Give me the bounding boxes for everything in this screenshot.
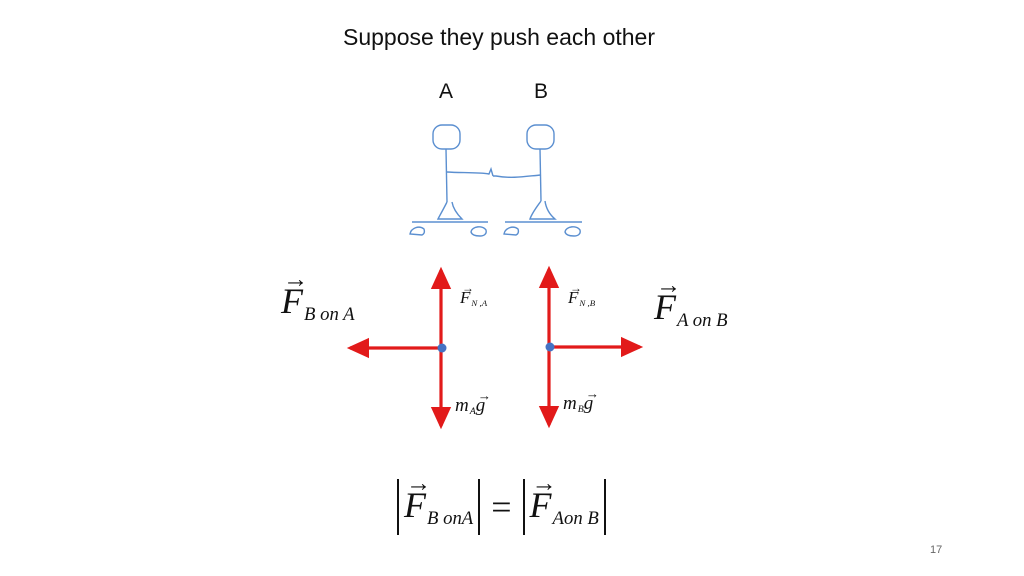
person-a-legs: [436, 201, 464, 220]
equation-left-symbol: F: [404, 470, 431, 526]
person-a-label: A: [439, 80, 454, 103]
person-a-head: [432, 124, 461, 150]
normal-force-b-label: FN ,B: [568, 281, 596, 309]
abs-bar-right-close: [603, 479, 606, 535]
equation-right-symbol: F: [530, 470, 557, 526]
equation-right-subscript: Aon B: [552, 507, 599, 529]
force-b-on-a-label: FB on A: [281, 266, 355, 326]
person-b-wheel-right: [564, 226, 581, 237]
abs-bar-left-open: [397, 479, 399, 535]
page-number: 17: [930, 544, 943, 556]
person-a-wheel-left: [409, 226, 426, 236]
person-a-figure: [409, 124, 494, 237]
abs-bar-right-open: [522, 479, 525, 535]
weight-b-mass: m: [563, 393, 577, 414]
person-b-figure: [493, 124, 582, 237]
normal-force-a-subscript: N ,A: [471, 298, 488, 309]
force-b-on-a-subscript: B on A: [304, 303, 355, 325]
force-a-on-b-label: FA on B: [654, 272, 728, 332]
person-b-arms: [493, 174, 542, 178]
weight-b-subscript: B: [577, 404, 584, 416]
equals-sign: =: [491, 487, 512, 527]
body-a-dot: [437, 343, 447, 353]
weight-a-mass: m: [455, 395, 469, 416]
weight-a-subscript: A: [469, 406, 476, 418]
normal-force-b-symbol: F: [568, 281, 582, 308]
normal-force-b-subscript: N ,B: [579, 298, 596, 309]
abs-bar-left-close: [478, 479, 481, 535]
person-b-wheel-left: [503, 226, 520, 236]
weight-b-label: mBg: [563, 386, 599, 416]
newton-third-law-equation: FB onA = FAon B: [392, 470, 611, 538]
weight-b-g: g: [584, 386, 599, 415]
person-a-wheel-right: [470, 226, 487, 237]
fbd-a: [346, 266, 452, 430]
person-a-body: [445, 148, 448, 203]
normal-force-a-label: FN ,A: [460, 281, 488, 309]
person-a-arms: [446, 166, 494, 177]
force-a-on-b-subscript: A on B: [677, 309, 728, 331]
fbd-b: [538, 265, 644, 429]
weight-a-label: mAg: [455, 388, 491, 418]
weight-a-g: g: [476, 388, 491, 417]
person-b-legs: [529, 200, 557, 220]
person-b-head: [526, 124, 555, 150]
slide-title: Suppose they push each other: [342, 24, 655, 50]
normal-force-a-symbol: F: [460, 281, 474, 308]
equation-left-subscript: B onA: [427, 507, 474, 529]
body-b-dot: [545, 342, 555, 352]
person-b-label: B: [534, 80, 549, 103]
force-b-on-a-symbol: F: [281, 266, 308, 322]
force-a-on-b-symbol: F: [654, 272, 681, 328]
